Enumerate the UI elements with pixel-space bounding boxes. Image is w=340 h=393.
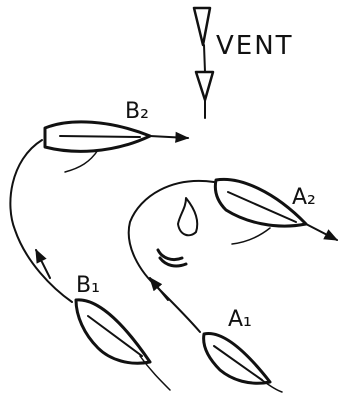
boat-b2-heading-arrow: [150, 136, 188, 138]
boat-b2-boom: [60, 136, 140, 137]
wind-indicator: VENT: [194, 8, 294, 118]
boat-a1-wake: [262, 380, 282, 392]
wind-label: VENT: [216, 31, 294, 61]
wind-arrow-shaft: [204, 45, 205, 72]
track-b1-to-b2: [10, 140, 72, 302]
boat-b1-label: B₁: [76, 273, 100, 298]
boat-b2-wake: [65, 150, 98, 172]
track-a1-direction-arrow: [150, 278, 168, 300]
track-b1-direction-arrow: [36, 250, 50, 278]
boat-b1-wake: [140, 356, 170, 390]
boat-b1: B₁: [76, 273, 170, 390]
track-a1-to-a2: [129, 181, 214, 332]
boat-a1-hull: [204, 333, 270, 383]
boat-a2-heading-arrow: [306, 224, 337, 240]
mark-buoy: [158, 198, 197, 266]
buoy-flag: [178, 198, 197, 235]
boat-b1-boom: [88, 316, 142, 356]
wind-arrow-upper: [194, 8, 210, 45]
boat-a1-label: A₁: [228, 307, 252, 332]
boat-a2: A₂: [215, 179, 337, 244]
boat-b2: B₂: [45, 99, 188, 172]
boat-a2-label: A₂: [292, 185, 316, 210]
wind-arrow-lower: [196, 72, 213, 100]
boat-a1: A₁: [204, 307, 282, 392]
boat-a2-wake: [232, 228, 270, 244]
boat-b2-label: B₂: [125, 99, 149, 124]
